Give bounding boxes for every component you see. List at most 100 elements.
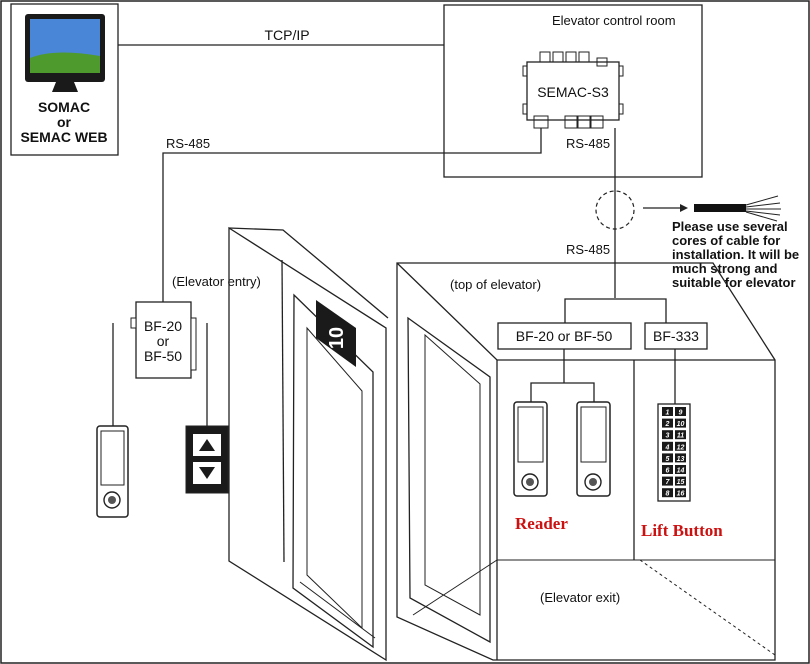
floor-indicator-sign: 10: [316, 300, 356, 367]
car-module-b: BF-333: [644, 322, 708, 350]
entry-module-line3: BF-50: [144, 348, 182, 364]
controller-clip-right-low: [618, 103, 624, 115]
lift-button: [662, 430, 673, 440]
lift-button: [675, 488, 686, 498]
terminal-top-3: [565, 51, 577, 63]
lift-button-label: 4: [665, 444, 670, 451]
lift-button-label: 12: [677, 444, 685, 451]
top-of-elevator-label: (top of elevator): [450, 277, 541, 292]
hall-call-panel: [185, 425, 229, 494]
cable-note-line-3: installation. It will be: [672, 247, 799, 262]
lift-button: [662, 488, 673, 498]
lift-button: [662, 465, 673, 474]
car-module-b-box: [644, 322, 708, 350]
lift-button: [675, 430, 686, 440]
pc-label-line3: SEMAC WEB: [20, 129, 107, 145]
cable-note-line-1: Please use several: [672, 219, 788, 234]
lift-button-caption: Lift Button: [641, 521, 723, 540]
lift-button: [675, 418, 686, 428]
lift-button: [675, 407, 686, 416]
lift-button-label: 5: [666, 456, 670, 463]
lift-button-label: 6: [666, 468, 670, 475]
car-floor-left: [412, 559, 498, 616]
entry-module: BF-20 or BF-50: [130, 301, 197, 379]
terminal-bottom-4: [590, 115, 604, 129]
car-module-a: BF-20 or BF-50: [497, 322, 632, 350]
pc-block: SOMAC or SEMAC WEB: [10, 3, 119, 156]
elevator-doorway: 10: [228, 226, 389, 662]
entry-module-line2: or: [157, 333, 170, 349]
lift-button: [675, 453, 686, 463]
entry-module-connector-left: [130, 317, 137, 329]
reader-caption: Reader: [515, 514, 568, 533]
car-module-b-label: BF-333: [653, 328, 699, 344]
lift-button-label: 2: [665, 421, 670, 428]
rs485-cable-label: RS-485: [566, 242, 610, 257]
doorway-outer: [228, 226, 387, 662]
top-bus-split: [564, 298, 667, 323]
lift-button-label: 10: [677, 421, 685, 428]
computer-monitor-icon: [25, 14, 105, 92]
lift-button-label: 3: [666, 433, 670, 440]
down-arrow-icon: [199, 467, 215, 479]
rs485-left-link: [162, 128, 542, 302]
lift-button: [675, 476, 686, 486]
controller-clip-left-low: [522, 103, 528, 115]
tcpip-label: TCP/IP: [264, 27, 309, 43]
reader-wiring: [530, 349, 595, 402]
floor-indicator-text: 10: [326, 327, 348, 349]
rs485-left-label: RS-485: [166, 136, 210, 151]
lift-button: [675, 441, 686, 451]
lift-button-label: 16: [677, 491, 685, 498]
entry-module-connector-right: [190, 317, 197, 371]
cable-note: Please use several cores of cable for in…: [672, 219, 799, 290]
controller-body: [526, 61, 620, 121]
lift-button-label: 7: [666, 479, 671, 486]
lift-button: [662, 418, 673, 428]
elevator-car: [396, 262, 776, 661]
car-floor-diagonal: [639, 559, 776, 656]
car-door-inner: [424, 333, 481, 616]
terminal-top-2: [552, 51, 564, 63]
terminal-top-1: [539, 51, 551, 63]
lift-button: [662, 476, 673, 486]
lift-button: [675, 465, 686, 474]
lift-button-label: 11: [677, 433, 684, 440]
arrow-right-icon: [680, 204, 688, 212]
terminal-top-5: [596, 57, 608, 67]
controller-clip-right: [618, 65, 624, 77]
control-room-title: Elevator control room: [552, 13, 676, 28]
lift-button-label: 9: [679, 410, 683, 417]
doorway-side: [281, 259, 285, 563]
doorway-top-edge: [228, 227, 389, 319]
cable-note-line-5: suitable for elevator: [672, 275, 796, 290]
elevator-entry-label: (Elevator entry): [172, 274, 261, 289]
cable-note-line-2: cores of cable for: [672, 233, 780, 248]
car-card-reader-1: [513, 401, 548, 497]
entry-card-reader: [96, 425, 129, 518]
entry-module-line1: BF-20: [144, 318, 182, 334]
control-room-block: Elevator control room SEMAC-S3: [443, 4, 703, 178]
entry-module-box: [135, 301, 192, 379]
pc-label-line1: SOMAC: [38, 99, 90, 115]
terminal-top-4: [578, 51, 590, 63]
terminal-bottom-3: [577, 115, 591, 129]
car-module-a-label: BF-20 or BF-50: [516, 328, 613, 344]
door-inner-panel: [306, 326, 363, 630]
monitor-screen-grass: [30, 52, 100, 73]
lift-button-label: 13: [677, 456, 685, 463]
rs485-control-label: RS-485: [566, 136, 610, 151]
lift-button-label: 1: [666, 410, 670, 417]
lift-button: [662, 407, 673, 416]
lift-button-label: 14: [677, 468, 685, 475]
door-sill: [299, 581, 376, 639]
car-door-opening: [407, 316, 491, 644]
controller-label: SEMAC-S3: [537, 84, 609, 100]
cable-detail-circle: [595, 190, 635, 230]
lift-button: [662, 453, 673, 463]
controller-clip-left: [522, 65, 528, 77]
